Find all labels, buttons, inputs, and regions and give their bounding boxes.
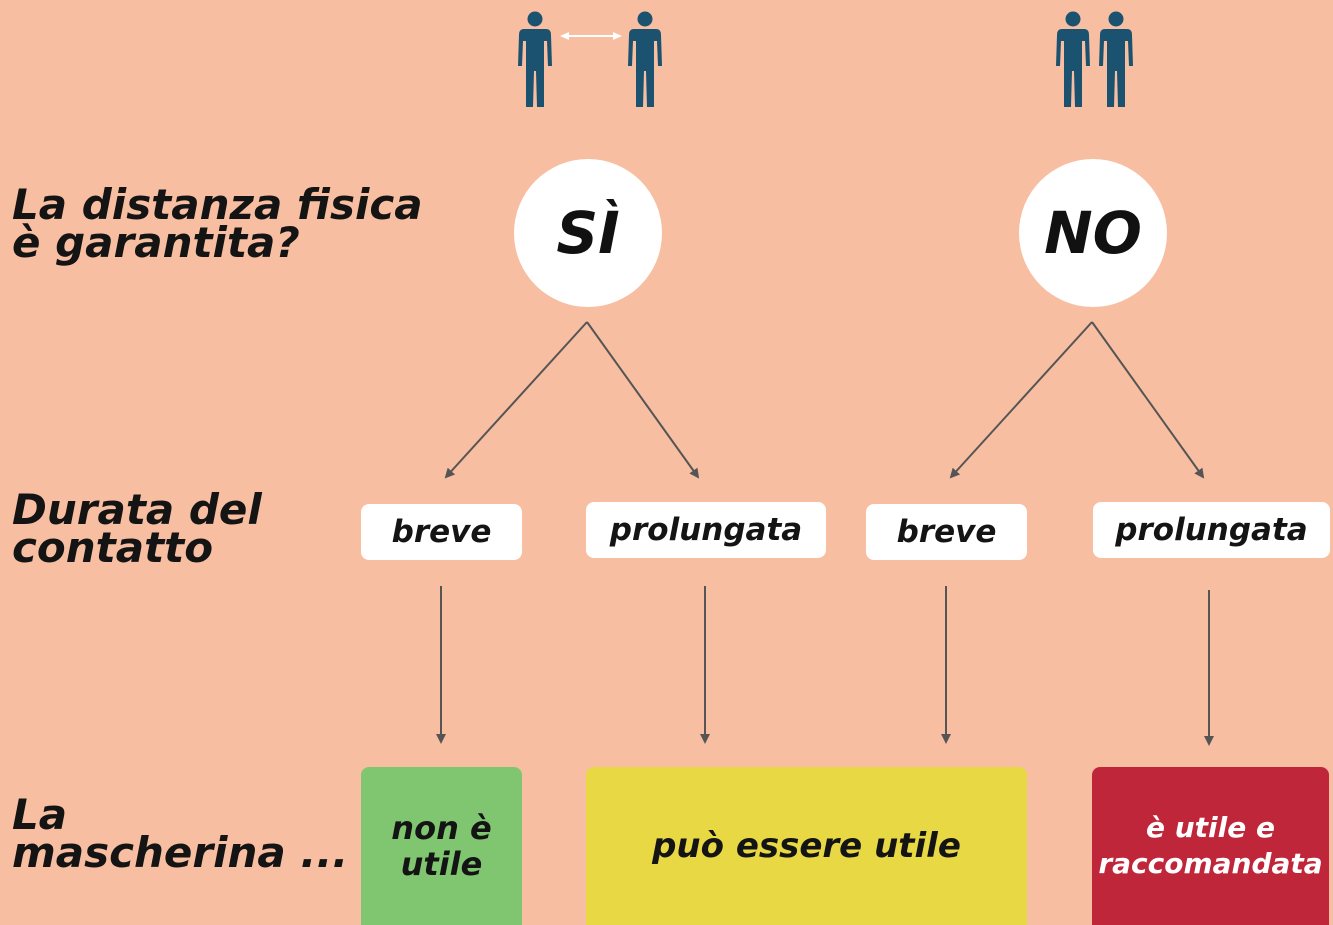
outcome-maybe-useful: può essere utile (586, 767, 1027, 925)
row-label-duration: Durata del contatto (12, 485, 262, 572)
duration-no-short: breve (866, 504, 1027, 560)
duration-yes-long: prolungata (586, 502, 826, 558)
arrow-yes-short (444, 321, 588, 479)
answer-no-circle: NO (1019, 159, 1167, 307)
arrow-yes-long (586, 321, 700, 479)
outcome-not-useful: non è utile (361, 767, 522, 925)
arrow-no-long (1091, 321, 1205, 479)
duration-no-long: prolungata (1093, 502, 1330, 558)
person-icon (1056, 11, 1090, 107)
row-label-mask: La mascherina ... (12, 790, 349, 877)
arrow-no-short (949, 321, 1093, 479)
person-icon (518, 11, 552, 107)
person-icon (1099, 11, 1133, 107)
person-icon (628, 11, 662, 107)
duration-yes-short: breve (361, 504, 522, 560)
answer-yes-circle: SÌ (514, 159, 662, 307)
outcome-recommended: è utile e raccomandata (1092, 767, 1329, 925)
row-label-distance: La distanza fisica è garantita? (12, 180, 423, 267)
